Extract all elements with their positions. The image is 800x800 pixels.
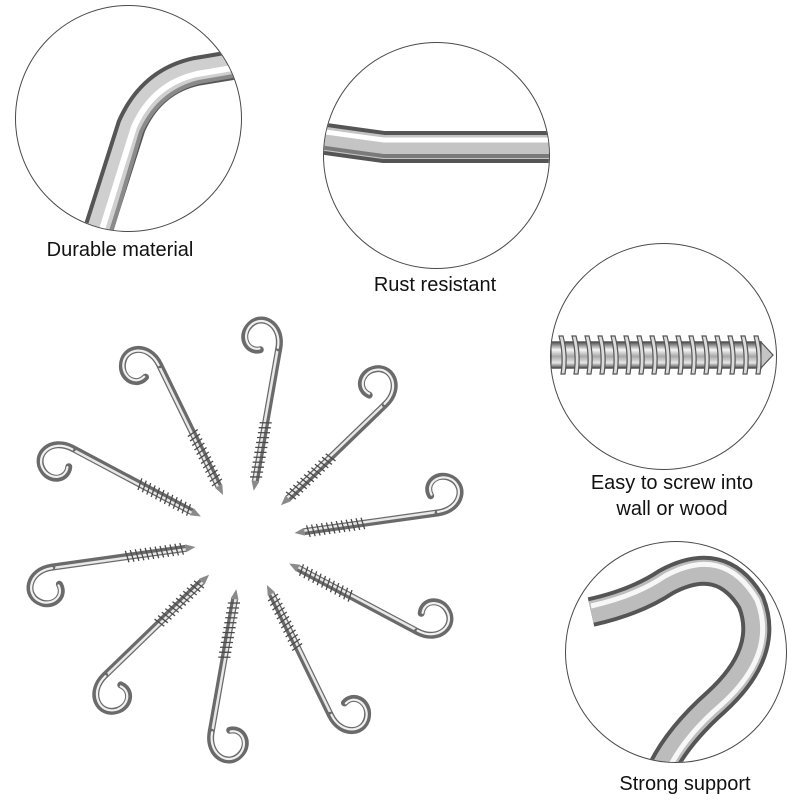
screw-thread-ridge [623,335,632,375]
screw-hook [289,563,454,639]
bent-wire-closeup-icon [81,48,241,231]
durable-material-closeup [15,5,242,232]
feature-caption-screw: Easy to screw into wall or wood [572,470,772,522]
screw-hook [92,574,210,715]
screw-hook [241,316,283,491]
screw-thread-ridge [727,335,736,375]
hook-curve-closeup-icon [587,555,772,762]
straight-rod-closeup-icon [324,122,549,163]
screw-thread-ridge [584,335,593,375]
screw-thread-ridge [649,335,658,375]
screw-hook [26,542,196,608]
screw-hook [266,584,372,735]
feature-caption-rust: Rust resistant [373,274,497,296]
rust-resistant-closeup [323,42,550,269]
screw-thread-ridge [753,335,762,375]
feature-caption-support: Strong support [619,773,751,795]
feature-caption-durable: Durable material [46,239,194,261]
screw-hook [118,345,224,496]
feature-caption-screw-line2: wall or wood [616,498,728,520]
screw-thread-ridge [701,335,710,375]
screw-thread-ridge [597,335,606,375]
screw-thread-ridge [636,335,645,375]
hook-curve-closeup [565,541,787,763]
screw-hook [280,365,398,506]
screw-thread-ridge [714,335,723,375]
screw-thread-ridge [662,335,671,375]
screw-thread-ridge [688,335,697,375]
screw-thread-ridge [558,335,567,375]
hooks-ring-illustration [26,316,464,764]
screw-thread-closeup [550,243,777,470]
screw-hook [207,589,249,764]
screw-thread-ridge [675,335,684,375]
screw-thread-ridge [571,335,580,375]
feature-caption-screw-line1: Easy to screw into [590,472,754,494]
screw-thread-closeup-icon [551,335,774,375]
screw-thread-ridge [610,335,619,375]
screw-hook [36,441,201,517]
screw-hook [294,472,464,538]
screw-thread-ridge [740,335,749,375]
